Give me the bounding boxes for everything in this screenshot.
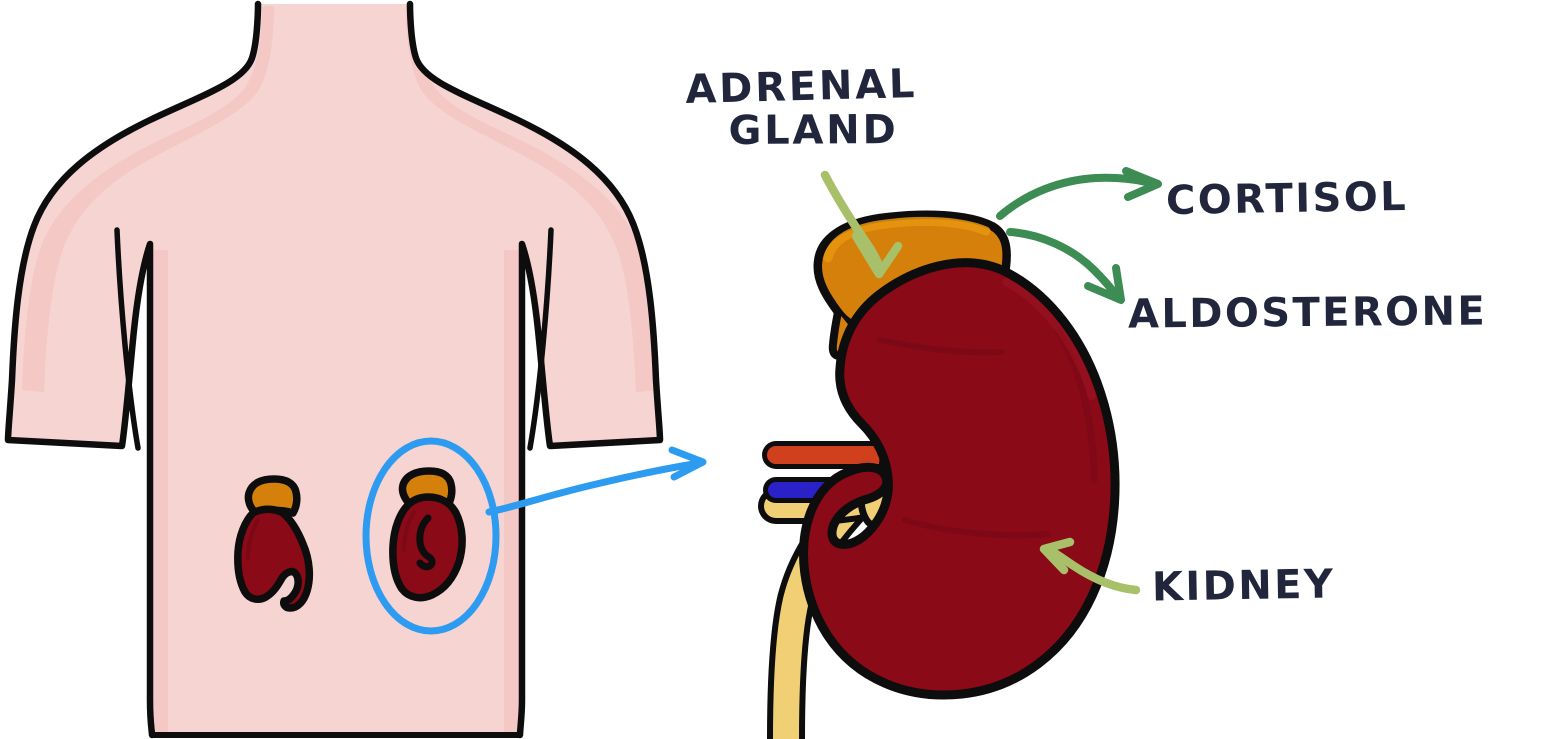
label-aldosterone: ALDOSTERONE <box>1127 288 1488 338</box>
label-cortisol: CORTISOL <box>1165 173 1409 225</box>
label-kidney: KIDNEY <box>1151 561 1336 611</box>
adrenal-gland-label-line2: GLAND <box>728 107 899 155</box>
kidney-organ <box>799 258 1120 700</box>
adrenal-gland-label-line1: ADRENAL <box>684 60 918 114</box>
cortisol-pointer-arrow <box>996 167 1162 220</box>
label-adrenal-gland: ADRENAL GLAND <box>684 60 919 156</box>
zoom-connector-arrow <box>485 446 707 516</box>
kidney-pointer-arrow <box>1039 537 1141 595</box>
torso-kidney-left <box>234 475 314 612</box>
aldosterone-pointer-arrow <box>1006 228 1125 304</box>
torso-kidney-right <box>389 467 466 602</box>
adrenal-gland-pointer-arrow <box>820 170 903 279</box>
zoom-highlight-circle[interactable] <box>362 437 500 635</box>
